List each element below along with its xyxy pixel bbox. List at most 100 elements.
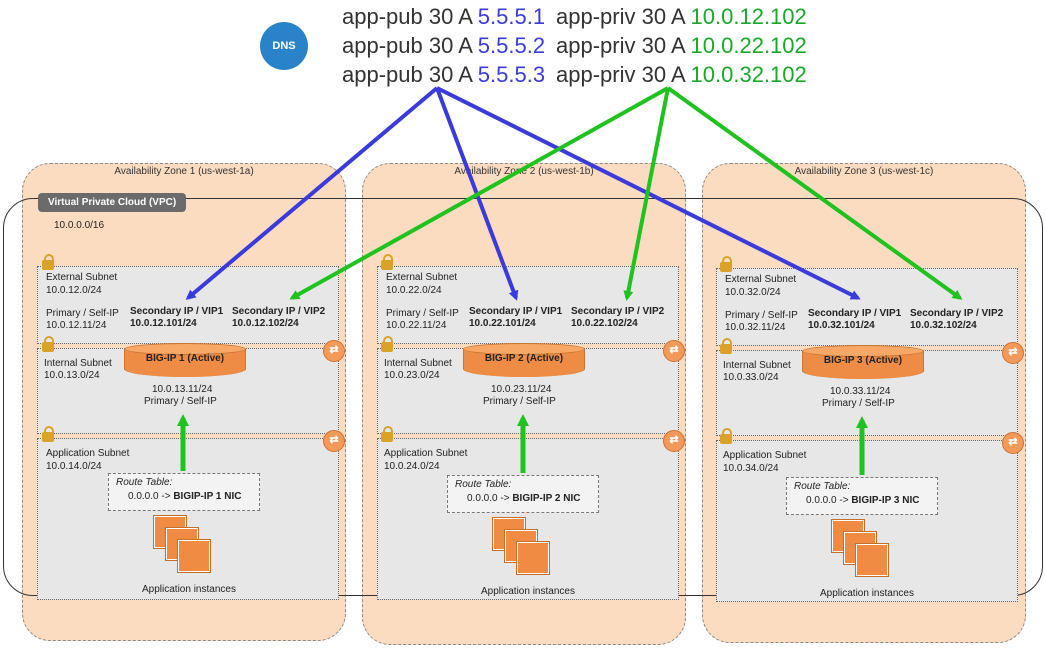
dns-record-prefix: app-pub 30 A	[342, 4, 478, 29]
dns-record-ip: 10.0.22.102	[690, 33, 807, 58]
route-entry: 0.0.0.0 -> BIGIP-IP 1 NIC	[128, 491, 241, 502]
dns-record-ip: 10.0.32.102	[690, 62, 807, 87]
route-table-title: Route Table:	[455, 479, 512, 490]
router-icon	[1002, 342, 1024, 364]
dns-record-ip: 10.0.12.102	[690, 4, 807, 29]
priv-arrow-zone-1	[289, 86, 669, 300]
router-icon	[663, 430, 685, 452]
internal-subnet-label: Internal Subnet	[44, 358, 112, 369]
route-table-title: Route Table:	[794, 481, 851, 492]
zone-label: Availability Zone 1 (us-west-1a)	[114, 166, 254, 177]
internal-self-ip-label: Primary / Self-IP	[144, 396, 217, 407]
vip2-label: Secondary IP / VIP2	[571, 306, 665, 317]
external-subnet-label: External Subnet	[725, 274, 797, 285]
application-subnet-label: Application Subnet	[384, 448, 468, 459]
application-instances-icon	[493, 518, 555, 574]
external-subnet	[37, 266, 339, 344]
dns-record-prefix: app-pub 30 A	[342, 62, 478, 87]
primary-self-ip-label: Primary / Self-IP	[725, 310, 798, 321]
bigip-appliance: BIG-IP 3 (Active)	[802, 345, 924, 383]
dns-record-ip: 5.5.5.2	[477, 33, 546, 58]
dns-record-prefix: app-priv 30 A	[556, 33, 691, 58]
vip1-ip: 10.0.22.101/24	[469, 318, 536, 329]
zone-label: Availability Zone 3 (us-west-1c)	[794, 166, 934, 177]
route-entry-prefix: 0.0.0.0 ->	[467, 493, 513, 504]
router-icon	[323, 430, 345, 452]
bigip-appliance: BIG-IP 1 (Active)	[124, 343, 246, 381]
route-entry-target: BIGIP-IP 1 NIC	[173, 491, 242, 502]
vip1-label: Secondary IP / VIP1	[808, 308, 902, 319]
application-instances-label: Application instances	[142, 584, 236, 595]
vip2-ip: 10.0.32.102/24	[910, 320, 977, 331]
lock-icon	[42, 426, 54, 442]
lock-icon	[381, 254, 393, 270]
route-entry: 0.0.0.0 -> BIGIP-IP 2 NIC	[467, 493, 580, 504]
application-instances-label: Application instances	[820, 588, 914, 599]
lock-icon	[720, 428, 732, 444]
dns-record-pub-3: app-pub 30 A 5.5.5.3	[342, 62, 545, 88]
vip2-ip: 10.0.22.102/24	[571, 318, 638, 329]
primary-self-ip: 10.0.32.11/24	[725, 322, 786, 333]
lock-icon	[381, 426, 393, 442]
bigip-appliance: BIG-IP 2 (Active)	[463, 343, 585, 381]
vpc-label: Virtual Private Cloud (VPC)	[38, 193, 187, 212]
route-table	[108, 473, 260, 511]
internal-self-ip-label: Primary / Self-IP	[822, 398, 895, 409]
internal-self-ip: 10.0.33.11/24	[830, 386, 891, 397]
internal-self-ip-label: Primary / Self-IP	[483, 396, 556, 407]
dns-record-ip: 5.5.5.3	[477, 62, 546, 87]
pub-arrow-zone-1	[185, 86, 439, 300]
primary-self-ip: 10.0.12.11/24	[46, 320, 107, 331]
vip2-label: Secondary IP / VIP2	[910, 308, 1004, 319]
dns-icon: DNS	[260, 22, 308, 70]
application-instances-icon	[154, 516, 216, 572]
dns-record-prefix: app-priv 30 A	[556, 4, 691, 29]
route-entry-target: BIGIP-IP 2 NIC	[512, 493, 581, 504]
external-subnet-cidr: 10.0.12.0/24	[46, 285, 102, 296]
internal-subnet-label: Internal Subnet	[384, 358, 452, 369]
external-subnet	[377, 266, 679, 344]
vip1-ip: 10.0.12.101/24	[130, 318, 197, 329]
primary-self-ip-label: Primary / Self-IP	[386, 308, 459, 319]
lock-icon	[720, 256, 732, 272]
application-subnet-label: Application Subnet	[46, 448, 130, 459]
application-subnet-cidr: 10.0.34.0/24	[723, 463, 779, 474]
priv-arrow-zone-3	[666, 86, 963, 300]
route-entry: 0.0.0.0 -> BIGIP-IP 3 NIC	[806, 495, 919, 506]
external-subnet-cidr: 10.0.22.0/24	[386, 285, 442, 296]
route-table-title: Route Table:	[116, 477, 173, 488]
internal-subnet-cidr: 10.0.23.0/24	[384, 370, 440, 381]
route-entry-prefix: 0.0.0.0 ->	[806, 495, 852, 506]
dns-record-pub-2: app-pub 30 A 5.5.5.2	[342, 33, 545, 59]
dns-record-ip: 5.5.5.1	[477, 4, 546, 29]
lock-icon	[720, 338, 732, 354]
external-subnet-label: External Subnet	[386, 272, 458, 283]
vip1-label: Secondary IP / VIP1	[469, 306, 563, 317]
vpc-cidr: 10.0.0.0/16	[54, 220, 105, 231]
router-icon	[323, 340, 345, 362]
application-subnet-label: Application Subnet	[723, 450, 807, 461]
route-entry-prefix: 0.0.0.0 ->	[128, 491, 174, 502]
bigip-label: BIG-IP 1 (Active)	[145, 353, 225, 364]
bigip-label: BIG-IP 2 (Active)	[484, 353, 564, 364]
lock-icon	[42, 254, 54, 270]
dns-record-priv-3: app-priv 30 A 10.0.32.102	[556, 62, 807, 88]
dns-record-priv-1: app-priv 30 A 10.0.12.102	[556, 4, 807, 30]
route-entry-target: BIGIP-IP 3 NIC	[851, 495, 920, 506]
external-subnet-label: External Subnet	[46, 272, 118, 283]
internal-subnet-cidr: 10.0.33.0/24	[723, 372, 779, 383]
dns-record-pub-1: app-pub 30 A 5.5.5.1	[342, 4, 545, 30]
vip1-ip: 10.0.32.101/24	[808, 320, 875, 331]
primary-self-ip-label: Primary / Self-IP	[46, 308, 119, 319]
vip1-label: Secondary IP / VIP1	[130, 306, 224, 317]
application-subnet-cidr: 10.0.14.0/24	[46, 461, 102, 472]
primary-self-ip: 10.0.22.11/24	[386, 320, 447, 331]
lock-icon	[42, 336, 54, 352]
router-icon	[1002, 432, 1024, 454]
application-subnet	[37, 438, 339, 600]
router-icon	[663, 340, 685, 362]
application-subnet-cidr: 10.0.24.0/24	[384, 461, 440, 472]
dns-record-priv-2: app-priv 30 A 10.0.22.102	[556, 33, 807, 59]
application-instances-label: Application instances	[481, 586, 575, 597]
